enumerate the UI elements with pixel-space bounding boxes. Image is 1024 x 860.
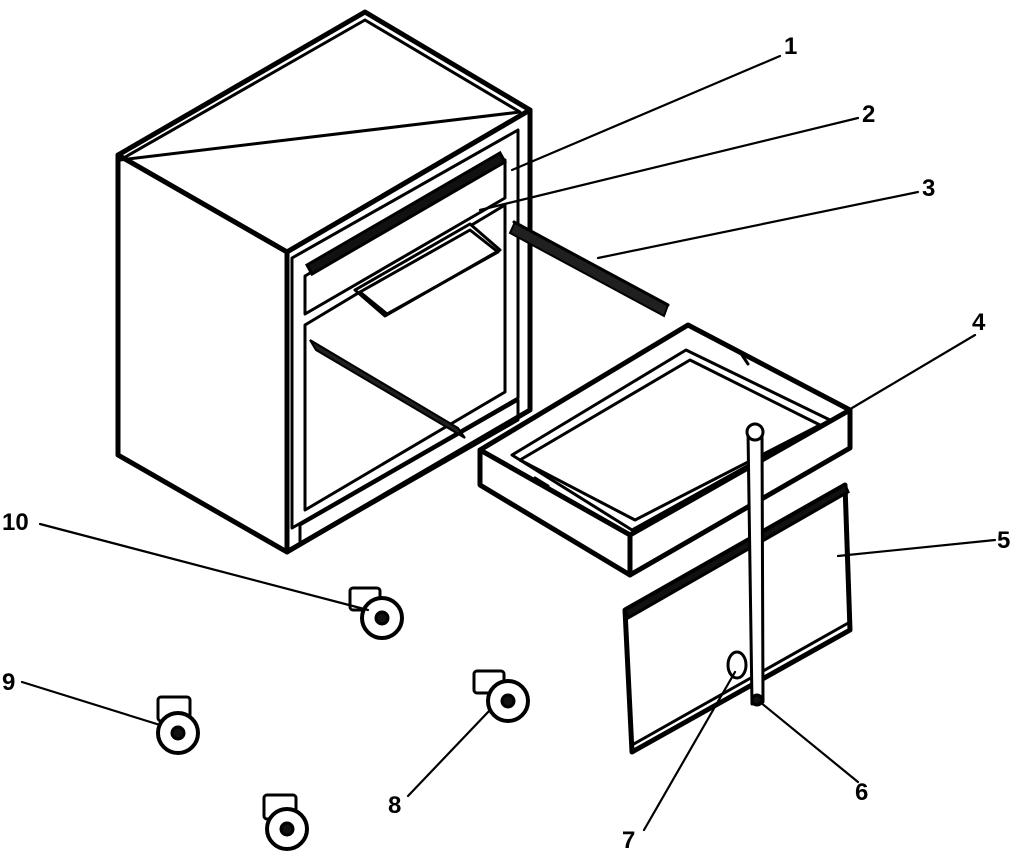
top-header-strip: [304, 150, 508, 277]
caster-8: [472, 669, 530, 723]
slide-rail-edge: [512, 220, 670, 307]
drawer-slot-front: [533, 476, 550, 488]
leader-2: [478, 116, 860, 212]
drawer-slide-rail: [508, 220, 670, 318]
leader-5: [836, 538, 997, 558]
cabinet-front-frame: [290, 128, 520, 530]
callout-7: 7: [622, 827, 635, 854]
cabinet: [115, 9, 533, 555]
leader-4: [850, 333, 977, 410]
cabinet-top-edge: [118, 18, 522, 162]
leader-10: [38, 522, 370, 612]
caster-9-hub: [170, 725, 186, 741]
caster-9: [156, 695, 200, 755]
drawer-inner-wall: [510, 348, 832, 532]
drawer-knob: [726, 650, 748, 680]
leader-1: [510, 54, 782, 172]
hinge-rod-top-cap: [745, 422, 765, 442]
drawer-face-panel: [622, 482, 853, 755]
caster-extra: [262, 793, 309, 851]
drawer-bottom: [518, 358, 822, 522]
caster-8-hub: [500, 693, 516, 709]
hinge-rod-bar: [746, 430, 765, 706]
slide-rail-bar: [508, 220, 670, 318]
cabinet-kickplate: [298, 398, 520, 547]
callout-8: 8: [388, 792, 401, 819]
caster-10-hub: [374, 610, 390, 626]
interior-shelf: [358, 228, 500, 316]
callout-labels: 1 2 3 4 5 6 7 8 9 10: [2, 33, 1010, 854]
callout-4: 4: [972, 309, 986, 336]
interior-back-panel: [353, 222, 502, 318]
face-panel-top-edge: [623, 482, 850, 621]
leader-lines: [20, 54, 997, 832]
callout-5: 5: [997, 527, 1010, 554]
leader-9: [20, 680, 162, 727]
drawer-box: [477, 322, 853, 578]
caster-10: [348, 586, 404, 640]
caster-extra-hub: [279, 821, 295, 837]
leader-3: [596, 190, 920, 260]
leader-7: [642, 670, 737, 832]
knob-body: [726, 650, 748, 680]
callout-6: 6: [855, 779, 868, 806]
callout-3: 3: [922, 175, 935, 202]
callout-2: 2: [862, 101, 875, 128]
drawer-side-edge: [627, 407, 853, 578]
hinge-rod: [745, 422, 765, 707]
leader-8: [406, 708, 492, 798]
face-panel-bottom-edge: [630, 620, 852, 747]
cabinet-slide-left: [309, 339, 466, 439]
callout-9: 9: [2, 669, 15, 696]
drawer-slot: [738, 350, 750, 366]
leader-6: [758, 700, 860, 784]
callout-10: 10: [2, 509, 29, 536]
callout-1: 1: [784, 33, 797, 60]
cabinet-base-edge: [286, 408, 532, 552]
